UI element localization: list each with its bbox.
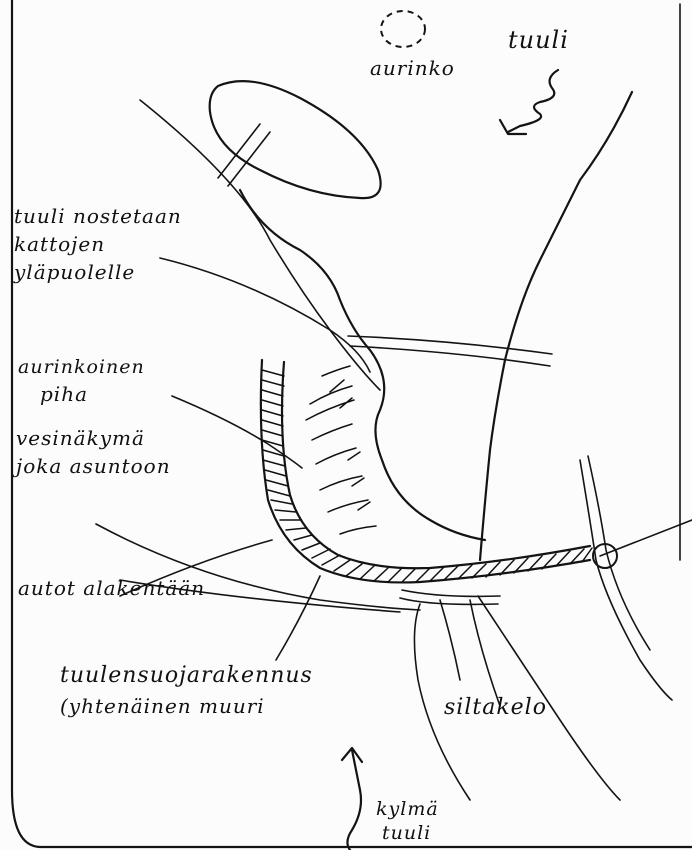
coastline-right (480, 92, 632, 560)
label-wind-raised-2: kattojen (14, 234, 105, 255)
diagonal-road (140, 100, 380, 390)
label-cold-wind-1: kylmä (376, 800, 439, 820)
peninsula-outline (240, 190, 485, 540)
cross-road (348, 336, 552, 366)
label-cold-wind-2: tuuli (382, 824, 431, 844)
shelter-wall-hatching (262, 370, 592, 582)
leader-tuulensuoja (276, 576, 320, 660)
leader-siltakelo (470, 600, 500, 706)
label-wind-top: tuuli (508, 28, 569, 53)
label-sunny-yard-2: piha (40, 384, 88, 405)
sun-circle (381, 11, 425, 47)
right-road (580, 456, 672, 700)
oval-bridge (218, 124, 270, 186)
label-shelter-2: (yhtenäinen muuri (60, 696, 265, 717)
shelter-wall-inner (282, 362, 590, 568)
label-wind-raised-3: yläpuolelle (14, 262, 135, 283)
label-water-view-1: vesinäkymä (16, 428, 145, 449)
label-sun: aurinko (370, 58, 455, 79)
label-bridge: siltakelo (444, 696, 547, 719)
shelter-wall-outer (261, 360, 590, 582)
right-road-branch (600, 520, 692, 556)
label-water-view-2: joka asuntoon (16, 456, 171, 477)
label-cars: autot alakentään (18, 578, 205, 599)
wind-arrow-top (500, 70, 558, 134)
label-shelter-1: tuulensuojarakennus (60, 664, 313, 687)
water-view-hatching (306, 366, 376, 534)
oval-island (210, 81, 381, 198)
label-sunny-yard-1: aurinkoinen (18, 358, 145, 378)
label-wind-raised-1: tuuli nostetaan (14, 206, 182, 227)
leader-tuuli (160, 258, 370, 372)
cold-wind-arrow (342, 748, 362, 850)
